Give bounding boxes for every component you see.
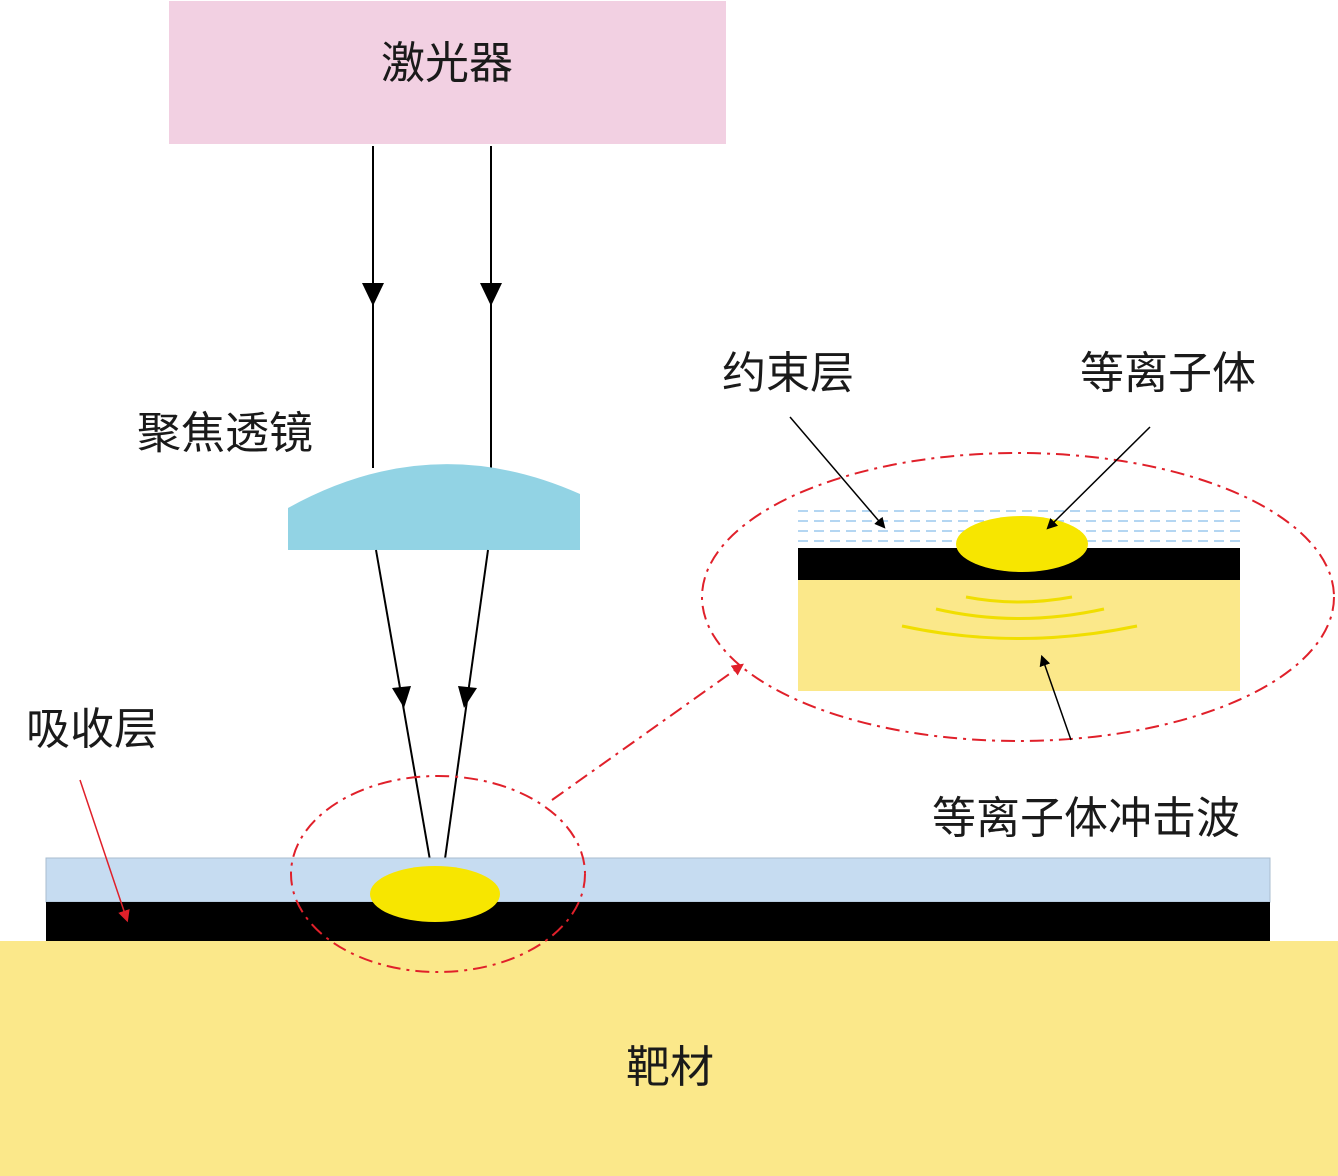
magnified-target bbox=[798, 580, 1240, 691]
plasma-spot bbox=[370, 866, 500, 922]
focusing-lens-label: 聚焦透镜 bbox=[137, 408, 313, 459]
confinement-layer-label: 约束层 bbox=[722, 348, 854, 399]
callout-ellipse-small bbox=[290, 775, 586, 973]
magnified-confinement-layer bbox=[798, 510, 1240, 542]
magnified-plasma bbox=[956, 516, 1088, 572]
target bbox=[0, 941, 1338, 1176]
shockwave-arcs bbox=[901, 595, 1138, 640]
plasma-label: 等离子体 bbox=[1080, 348, 1256, 399]
absorption-layer bbox=[46, 902, 1270, 941]
magnify-connector-arrow bbox=[551, 663, 744, 801]
beam-arrowhead-focused-right bbox=[458, 686, 477, 708]
beam-arrowhead-right bbox=[480, 283, 502, 306]
plasma-shockwave-pointer bbox=[1039, 654, 1072, 741]
laser-label: 激光器 bbox=[381, 38, 513, 89]
beam-arrowhead-focused-left bbox=[392, 686, 411, 708]
laser-beam-focused bbox=[375, 549, 489, 867]
absorption-layer-label: 吸收层 bbox=[26, 704, 158, 755]
plasma-pointer bbox=[1046, 426, 1151, 530]
beam-arrowhead-left bbox=[362, 283, 384, 306]
confinement-layer bbox=[45, 857, 1271, 903]
target-label: 靶材 bbox=[626, 1042, 714, 1093]
laser-beam-upper bbox=[372, 146, 492, 468]
laser-box bbox=[169, 1, 726, 144]
confinement-layer-pointer bbox=[789, 416, 886, 529]
magnified-view bbox=[798, 510, 1240, 691]
absorption-layer-pointer bbox=[79, 779, 130, 923]
callout-ellipse-large bbox=[701, 452, 1335, 742]
plasma-shockwave-label: 等离子体冲击波 bbox=[932, 793, 1240, 844]
focusing-lens bbox=[288, 464, 580, 550]
